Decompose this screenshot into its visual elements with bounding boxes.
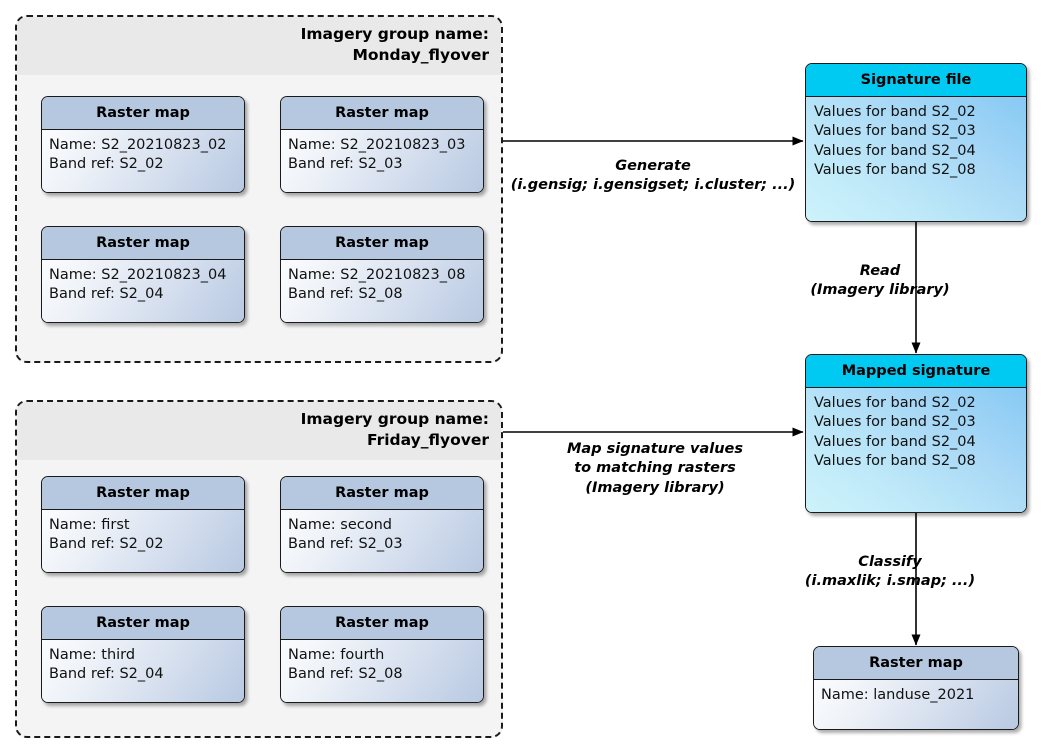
output-raster-map-body: Name: landuse_2021 [814, 680, 1018, 729]
output-raster-map-title: Raster map [814, 647, 1018, 680]
raster-map-title: Raster map [281, 607, 483, 640]
signature-value: Values for band S2_04 [814, 142, 976, 159]
signature-file-card[interactable]: Signature file Values for band S2_02 Val… [805, 63, 1027, 222]
raster-map-card[interactable]: Raster map Name: S2_20210823_08 Band ref… [280, 226, 484, 323]
raster-map-title: Raster map [281, 97, 483, 130]
raster-map-name: Name: S2_20210823_04 [49, 267, 227, 283]
output-raster-map-name: Name: landuse_2021 [821, 687, 975, 703]
raster-map-band: Band ref: S2_03 [288, 156, 403, 173]
edge-map-signature-line2: to matching rasters [574, 460, 736, 477]
raster-map-title: Raster map [42, 97, 244, 130]
signature-value: Values for band S2_03 [814, 123, 976, 140]
raster-map-body: Name: S2_20210823_03 Band ref: S2_03 [281, 130, 483, 192]
edge-label-generate: Generate (i.gensig; i.gensigset; i.clust… [503, 157, 803, 196]
raster-map-body: Name: fourth Band ref: S2_08 [281, 640, 483, 702]
edge-read-modules: (Imagery library) [810, 282, 950, 299]
mapped-signature-title: Mapped signature [806, 355, 1026, 388]
mapped-signature-body: Values for band S2_02 Values for band S2… [806, 388, 1026, 512]
raster-map-title: Raster map [42, 607, 244, 640]
raster-map-body: Name: third Band ref: S2_04 [42, 640, 244, 702]
raster-map-card[interactable]: Raster map Name: first Band ref: S2_02 [41, 476, 245, 573]
raster-map-name: Name: S2_20210823_08 [288, 267, 466, 283]
raster-map-name: Name: third [49, 647, 136, 663]
signature-value: Values for band S2_04 [814, 433, 976, 450]
signature-file-title: Signature file [806, 64, 1026, 97]
raster-map-band: Band ref: S2_04 [49, 286, 164, 303]
raster-map-band: Band ref: S2_08 [288, 666, 403, 683]
output-raster-map-card[interactable]: Raster map Name: landuse_2021 [813, 646, 1019, 730]
signature-value: Values for band S2_08 [814, 452, 976, 469]
raster-map-body: Name: S2_20210823_02 Band ref: S2_02 [42, 130, 244, 192]
edge-read-title: Read [859, 263, 901, 279]
imagery-group-friday-header: Imagery group name: Friday_flyover [17, 402, 501, 460]
edge-classify-title: Classify [858, 554, 922, 570]
raster-map-title: Raster map [42, 477, 244, 510]
raster-map-body: Name: second Band ref: S2_03 [281, 510, 483, 572]
edge-map-signature-line3: (Imagery library) [585, 479, 725, 496]
signature-value: Values for band S2_03 [814, 414, 976, 431]
mapped-signature-card[interactable]: Mapped signature Values for band S2_02 V… [805, 354, 1027, 513]
raster-map-card[interactable]: Raster map Name: S2_20210823_03 Band ref… [280, 96, 484, 193]
raster-map-body: Name: first Band ref: S2_02 [42, 510, 244, 572]
group-header-value: Friday_flyover [367, 431, 489, 450]
signature-value: Values for band S2_08 [814, 161, 976, 178]
raster-map-band: Band ref: S2_04 [49, 666, 164, 683]
raster-map-name: Name: first [49, 517, 130, 533]
edge-generate-modules: (i.gensig; i.gensigset; i.cluster; ...) [510, 177, 796, 194]
raster-map-card[interactable]: Raster map Name: S2_20210823_04 Band ref… [41, 226, 245, 323]
edge-label-map-signature: Map signature values to matching rasters… [530, 440, 780, 498]
raster-map-card[interactable]: Raster map Name: fourth Band ref: S2_08 [280, 606, 484, 703]
raster-map-name: Name: second [288, 517, 392, 533]
raster-map-body: Name: S2_20210823_04 Band ref: S2_04 [42, 260, 244, 322]
raster-map-name: Name: fourth [288, 647, 385, 663]
signature-value: Values for band S2_02 [814, 104, 976, 120]
raster-map-band: Band ref: S2_02 [49, 536, 164, 553]
raster-map-name: Name: S2_20210823_02 [49, 137, 227, 153]
raster-map-card[interactable]: Raster map Name: third Band ref: S2_04 [41, 606, 245, 703]
raster-map-body: Name: S2_20210823_08 Band ref: S2_08 [281, 260, 483, 322]
raster-map-card[interactable]: Raster map Name: S2_20210823_02 Band ref… [41, 96, 245, 193]
raster-map-band: Band ref: S2_03 [288, 536, 403, 553]
edge-label-read: Read (Imagery library) [790, 262, 970, 301]
signature-file-body: Values for band S2_02 Values for band S2… [806, 97, 1026, 221]
signature-value: Values for band S2_02 [814, 395, 976, 411]
edge-generate-title: Generate [615, 158, 691, 174]
group-header-value: Monday_flyover [352, 46, 489, 65]
raster-map-title: Raster map [281, 477, 483, 510]
edge-label-classify: Classify (i.maxlik; i.smap; ...) [800, 553, 980, 592]
raster-map-name: Name: S2_20210823_03 [288, 137, 466, 153]
raster-map-card[interactable]: Raster map Name: second Band ref: S2_03 [280, 476, 484, 573]
group-header-label: Imagery group name: [300, 410, 489, 428]
raster-map-title: Raster map [42, 227, 244, 260]
raster-map-title: Raster map [281, 227, 483, 260]
group-header-label: Imagery group name: [300, 25, 489, 43]
raster-map-band: Band ref: S2_08 [288, 286, 403, 303]
imagery-group-monday-header: Imagery group name: Monday_flyover [17, 17, 501, 75]
edge-classify-modules: (i.maxlik; i.smap; ...) [804, 573, 976, 590]
edge-map-signature-line1: Map signature values [566, 441, 743, 457]
raster-map-band: Band ref: S2_02 [49, 156, 164, 173]
